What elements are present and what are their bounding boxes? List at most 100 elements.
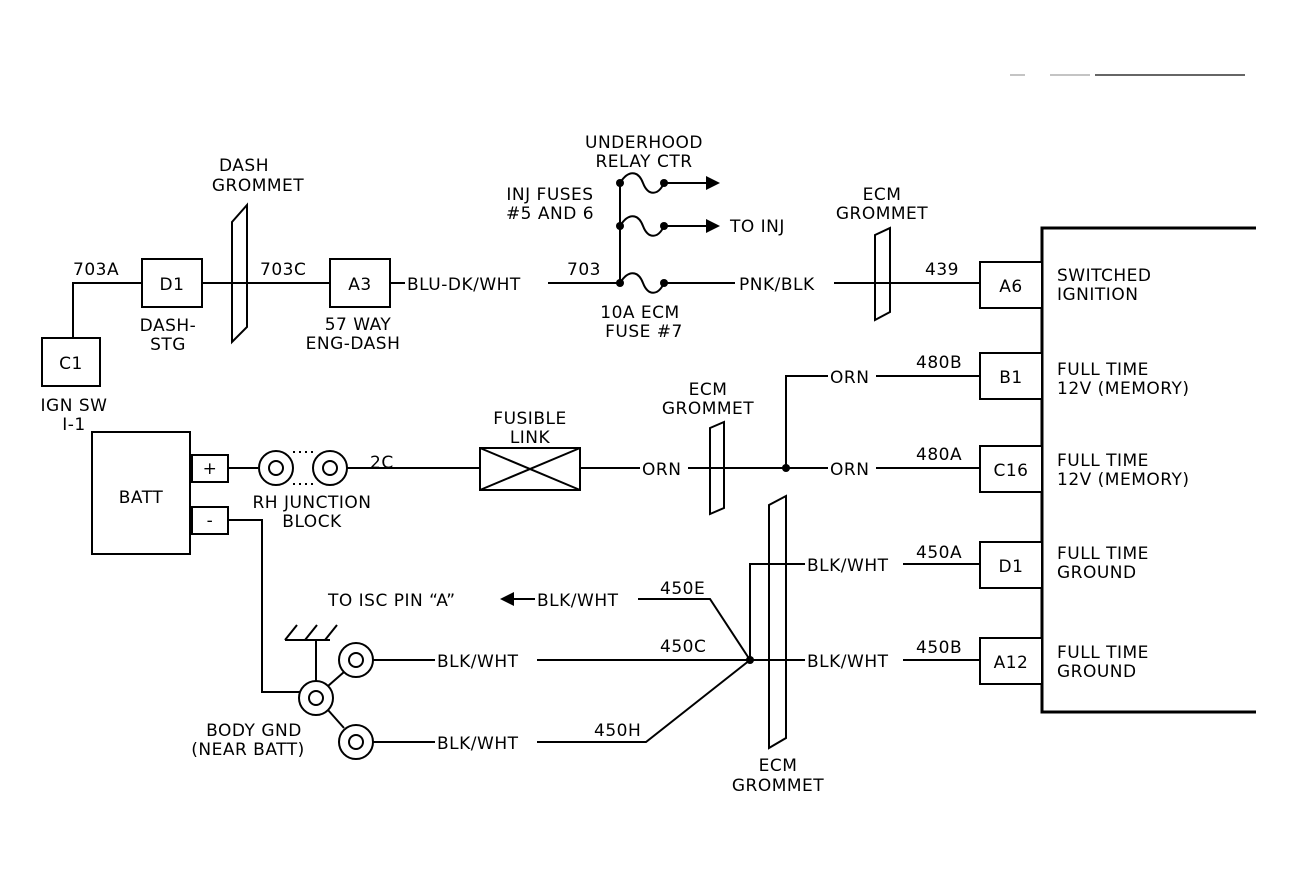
ground-stud-lower [338, 724, 374, 760]
ecm-pin-d1: D1 [979, 541, 1043, 589]
circuit-703: 703 [567, 260, 601, 280]
ecm-fuse-7 [619, 272, 665, 294]
ecm-grommet-bottom-label: ECM [759, 756, 798, 776]
wire-color-orn: ORN [830, 460, 869, 480]
circuit-450a: 450A [916, 543, 962, 563]
fusible-link-label: FUSIBLE [493, 409, 566, 429]
inj-fuses-label-2: #5 AND 6 [506, 204, 594, 224]
circuit-450h: 450H [594, 721, 641, 741]
ecm-pin-desc-2: GROUND [1057, 662, 1137, 682]
body-ground-stud [298, 680, 334, 716]
plus-icon: + [203, 459, 218, 479]
to-inj-label: TO INJ [729, 217, 785, 237]
dash-stg-connector: D1 [141, 258, 203, 308]
ecm-pin-desc-2: IGNITION [1057, 285, 1138, 305]
wire-color-orn: ORN [830, 368, 869, 388]
wire-color-blk-wht: BLK/WHT [437, 734, 519, 754]
arrow-left-icon [500, 592, 514, 606]
rh-junction-stud-1 [258, 450, 294, 486]
rh-junction-label: RH JUNCTION [252, 493, 371, 513]
rh-junction-stud-2 [312, 450, 348, 486]
minus-icon: - [207, 511, 214, 531]
wire-color-blk-wht: BLK/WHT [537, 591, 619, 611]
rh-junction-label-2: BLOCK [282, 512, 342, 532]
arrow-right-icon [706, 176, 720, 190]
underhood-label: UNDERHOOD [585, 133, 703, 153]
ecm-grommet-top-label-2: GROMMET [836, 204, 928, 224]
ecm-pin-desc-2: GROUND [1057, 563, 1137, 583]
ecm-grommet-mid-label: ECM [689, 380, 728, 400]
ecm-pin-desc: SWITCHED [1057, 266, 1152, 286]
ecm-pin-id: C16 [993, 461, 1028, 481]
ecm-pin-b1: B1 [979, 352, 1043, 400]
circuit-439: 439 [925, 260, 959, 280]
wire-color-blu-dk-wht: BLU-DK/WHT [407, 275, 521, 295]
ecm-pin-a12: A12 [979, 637, 1043, 685]
ecm-fuse-label-2: FUSE #7 [605, 322, 683, 342]
ground-stud-upper [338, 642, 374, 678]
ecm-pin-id: A12 [994, 653, 1029, 673]
wire-703a [72, 282, 142, 338]
circuit-480a: 480A [916, 445, 962, 465]
circuit-450c: 450C [660, 637, 706, 657]
dash-stg-connector-id: D1 [160, 275, 185, 295]
eng-dash-connector-id: A3 [348, 275, 371, 295]
fusible-link [479, 447, 581, 491]
ecm-pin-id: A6 [999, 277, 1022, 297]
ecm-pin-desc-2: 12V (MEMORY) [1057, 379, 1190, 399]
circuit-2c: 2C [370, 453, 394, 473]
ecm-pin-c16: C16 [979, 445, 1043, 493]
wire-450h [537, 659, 751, 743]
wire-450e [638, 598, 751, 661]
ecm-fuse-label: 10A ECM [600, 303, 679, 323]
eng-dash-label: 57 WAY [325, 315, 392, 335]
dash-grommet [231, 202, 248, 345]
wire-color-blk-wht: BLK/WHT [807, 556, 889, 576]
circuit-450e: 450E [660, 579, 705, 599]
eng-dash-connector: A3 [329, 258, 391, 308]
inj-fuses-label: INJ FUSES [506, 185, 593, 205]
dash-stg-label: DASH- [140, 316, 197, 336]
circuit-703c: 703C [260, 260, 306, 280]
dash-grommet-label-2: GROMMET [212, 176, 304, 196]
fusible-link-label-2: LINK [510, 428, 551, 448]
ecm-grommet-top [874, 226, 891, 322]
underhood-label-2: RELAY CTR [595, 152, 692, 172]
ign-switch-label: IGN SW [41, 396, 108, 416]
ecm-grommet-bottom [768, 494, 787, 750]
eng-dash-label-2: ENG-DASH [306, 334, 401, 354]
ecm-pin-id: B1 [999, 368, 1022, 388]
ecm-pin-desc: FULL TIME [1057, 360, 1149, 380]
ecm-grommet-bottom-label-2: GROMMET [732, 776, 824, 796]
ecm-grommet-top-label: ECM [863, 185, 902, 205]
inj-fuse-6 [619, 215, 665, 237]
ign-switch-connector: C1 [41, 337, 101, 387]
arrow-right-icon [706, 219, 720, 233]
ecm-pin-desc: FULL TIME [1057, 544, 1149, 564]
to-isc-label: TO ISC PIN “A” [327, 591, 456, 611]
ecm-pin-desc: FULL TIME [1057, 451, 1149, 471]
circuit-480b: 480B [916, 353, 962, 373]
ecm-pin-desc-2: 12V (MEMORY) [1057, 470, 1190, 490]
wire-color-blk-wht: BLK/WHT [807, 652, 889, 672]
body-gnd-label-2: (NEAR BATT) [191, 740, 305, 760]
wire-color-orn: ORN [642, 460, 681, 480]
dash-stg-label-2: STG [150, 335, 186, 355]
ign-switch-label-2: I-1 [62, 415, 85, 435]
wire-color-pnk-blk: PNK/BLK [739, 275, 815, 295]
battery-negative-terminal: - [191, 506, 229, 535]
wire-color-blk-wht: BLK/WHT [437, 652, 519, 672]
battery-positive-terminal: + [191, 454, 229, 483]
battery-label: BATT [119, 488, 164, 508]
ecm-grommet-mid [709, 420, 725, 516]
ecm-grommet-mid-label-2: GROMMET [662, 399, 754, 419]
ecm-pin-id: D1 [999, 557, 1024, 577]
ign-switch-connector-id: C1 [59, 354, 83, 374]
ground-icon [284, 624, 338, 681]
body-gnd-label: BODY GND [206, 721, 302, 741]
battery: BATT [91, 431, 191, 555]
inj-fuse-5 [619, 172, 665, 194]
circuit-703a: 703A [73, 260, 119, 280]
